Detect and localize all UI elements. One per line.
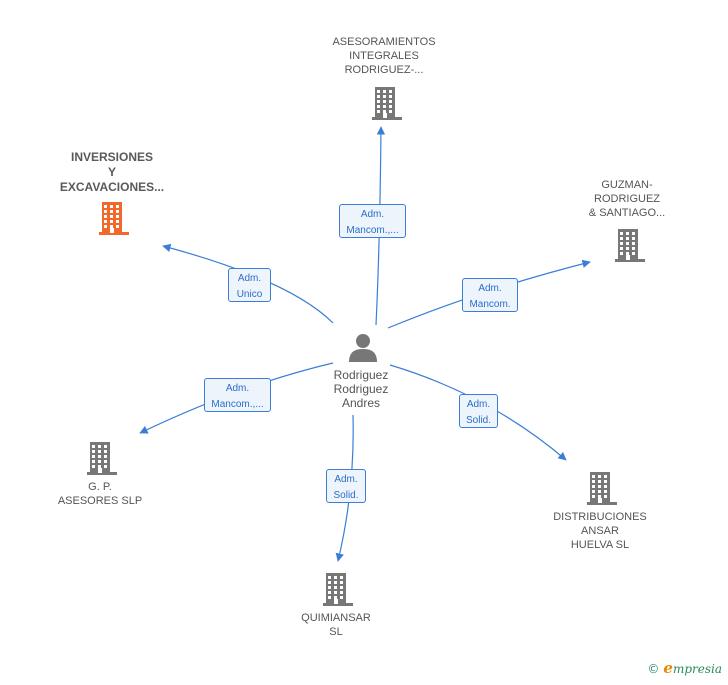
brand-logo-text: mpresia: [672, 662, 722, 676]
brand-footer: ©empresia: [647, 659, 722, 677]
brand-logo-initial: e: [663, 659, 673, 677]
copyright-symbol: ©: [647, 662, 660, 676]
building-icon[interactable]: [322, 571, 354, 612]
building-icon[interactable]: [371, 85, 403, 126]
building-icon[interactable]: [98, 200, 130, 241]
building-icon[interactable]: [86, 440, 118, 481]
company-label-distribuciones[interactable]: DISTRIBUCIONES ANSAR HUELVA SL: [553, 511, 647, 551]
role-box-quimiansar[interactable]: Adm. Solid.: [326, 469, 366, 503]
role-box-gp[interactable]: Adm. Mancom.,...: [204, 378, 271, 412]
building-icon[interactable]: [614, 227, 646, 268]
company-label-inversiones[interactable]: INVERSIONES Y EXCAVACIONES...: [59, 150, 165, 194]
company-label-guzman[interactable]: GUZMAN- RODRIGUEZ & SANTIAGO...: [588, 179, 666, 219]
company-label-quimiansar[interactable]: QUIMIANSAR SL: [301, 612, 371, 638]
building-icon[interactable]: [586, 470, 618, 511]
role-box-distribuciones[interactable]: Adm. Solid.: [459, 394, 498, 428]
person-icon[interactable]: [348, 332, 378, 362]
role-box-inversiones[interactable]: Adm. Unico: [228, 268, 271, 302]
role-box-guzman[interactable]: Adm. Mancom.: [462, 278, 518, 312]
company-label-gp[interactable]: G. P. ASESORES SLP: [57, 481, 143, 507]
company-label-asesoramientos[interactable]: ASESORAMIENTOS INTEGRALES RODRIGUEZ-...: [332, 36, 436, 76]
role-box-asesoramientos[interactable]: Adm. Mancom.,...: [339, 204, 406, 238]
center-person-name[interactable]: Rodriguez Rodriguez Andres: [333, 368, 389, 410]
